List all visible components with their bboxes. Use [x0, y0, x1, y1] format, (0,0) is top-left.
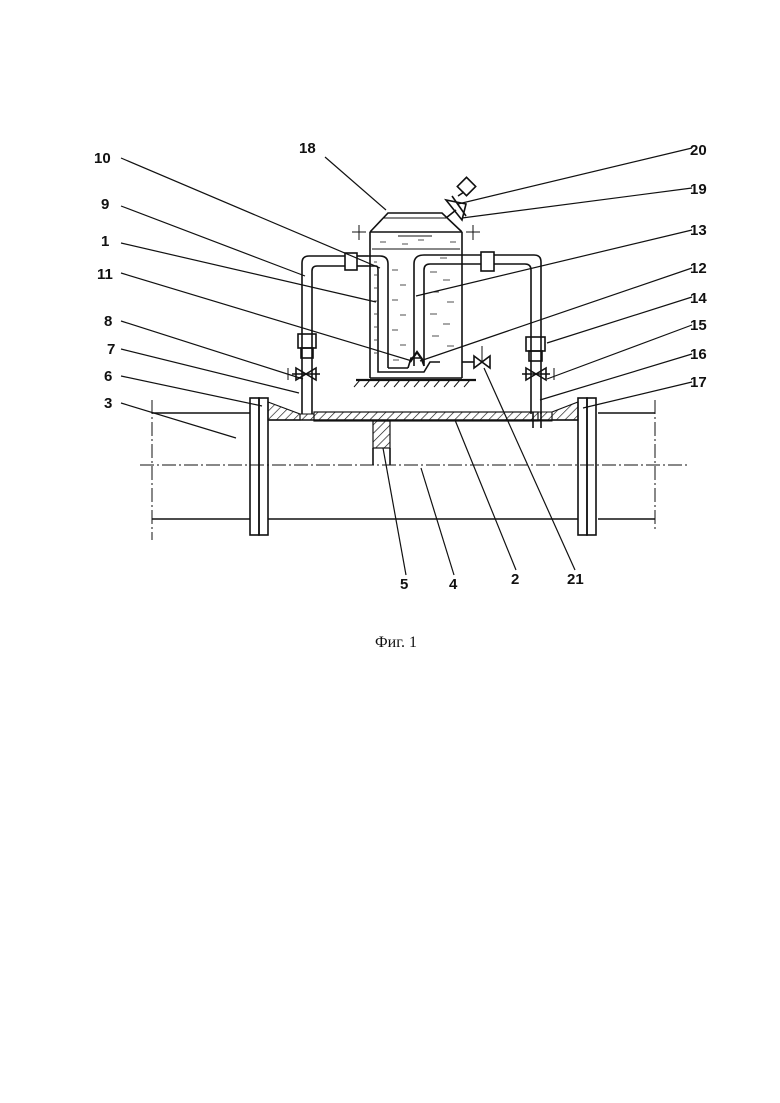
label-10: 10	[94, 150, 111, 167]
label-13: 13	[690, 222, 707, 239]
label-18: 18	[299, 140, 316, 157]
left-impulse-tube	[288, 253, 368, 414]
label-8: 8	[104, 313, 112, 330]
leader-lines	[121, 148, 692, 575]
label-9: 9	[101, 196, 109, 213]
label-16: 16	[690, 346, 707, 363]
label-5: 5	[400, 576, 408, 593]
reference-labels: 18 10 9 1 11 8 7 6 3 20 19 13 12 14 15 1…	[94, 140, 707, 593]
label-6: 6	[104, 368, 112, 385]
right-impulse-tube	[462, 252, 554, 428]
label-1: 1	[101, 233, 109, 250]
label-4: 4	[449, 576, 458, 593]
label-2: 2	[511, 571, 519, 588]
label-14: 14	[690, 290, 707, 307]
label-17: 17	[690, 374, 707, 391]
label-7: 7	[107, 341, 115, 358]
label-12: 12	[690, 260, 707, 277]
label-21: 21	[567, 571, 584, 588]
label-11: 11	[97, 266, 113, 283]
vessel	[352, 177, 490, 387]
label-15: 15	[690, 317, 707, 334]
label-3: 3	[104, 395, 112, 412]
label-20: 20	[690, 142, 707, 159]
figure-caption: Фиг. 1	[375, 634, 417, 651]
label-19: 19	[690, 181, 707, 198]
